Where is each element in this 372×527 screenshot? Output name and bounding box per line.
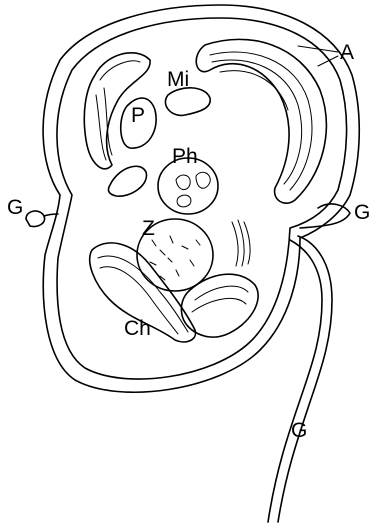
label-Ch: Ch xyxy=(124,318,151,339)
label-P: P xyxy=(131,105,145,126)
small-organelle-left xyxy=(108,166,146,196)
chloroplast-upper-right xyxy=(196,39,326,203)
label-A: A xyxy=(340,42,354,63)
flagellum-long xyxy=(268,236,332,522)
mitochondrion xyxy=(165,88,210,116)
label-G-flagellum: G xyxy=(291,420,307,441)
cell-inner-membrane xyxy=(57,18,347,379)
golgi-body xyxy=(232,220,250,266)
label-Mi: Mi xyxy=(167,69,189,90)
label-G-right: G xyxy=(354,202,370,223)
label-Ph: Ph xyxy=(172,146,198,167)
cell-outer-membrane xyxy=(43,5,359,392)
label-Z: Z xyxy=(142,218,155,239)
label-G-left: G xyxy=(7,197,23,218)
